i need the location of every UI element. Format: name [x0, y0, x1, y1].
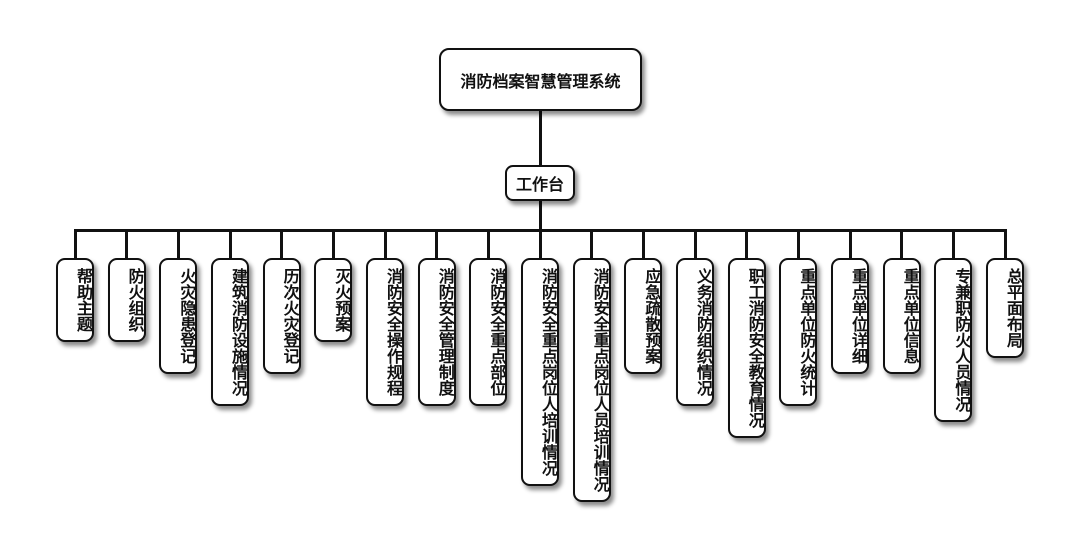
leaf-connector	[228, 229, 232, 259]
leaf-connector	[125, 229, 129, 259]
leaf-label: 职工消防安全教育情况	[745, 268, 765, 428]
leaf-label: 总平面布局	[1004, 268, 1024, 348]
leaf-node[interactable]: 建筑消防设施情况	[211, 258, 249, 406]
leaf-label: 重点单位详细	[849, 268, 869, 364]
leaf-node[interactable]: 消防安全重点岗位人员培训情况	[572, 258, 611, 502]
leaf-node[interactable]: 历次火灾登记	[262, 258, 301, 374]
workbench-node[interactable]: 工作台	[505, 165, 575, 201]
root-label: 消防档案智慧管理系统	[460, 71, 621, 91]
leaf-connector	[538, 229, 542, 259]
leaf-connector	[590, 229, 594, 259]
leaf-node[interactable]: 重点单位防火统计	[779, 258, 818, 406]
leaf-connector	[435, 229, 439, 259]
root-node[interactable]: 消防档案智慧管理系统	[439, 48, 642, 111]
leaf-node[interactable]: 重点单位信息	[882, 258, 921, 374]
leaf-label: 消防安全重点部位	[487, 268, 507, 396]
leaf-connector	[745, 229, 749, 259]
leaf-node[interactable]: 火灾隐患登记	[159, 258, 198, 374]
leaf-node[interactable]: 职工消防安全教育情况	[727, 258, 766, 438]
leaf-node[interactable]: 消防安全管理制度	[417, 258, 456, 406]
leaf-connector	[280, 229, 284, 259]
leaf-label: 义务消防组织情况	[694, 268, 714, 396]
leaf-connector	[848, 229, 852, 259]
leaf-node[interactable]: 消防安全重点部位	[469, 258, 508, 406]
leaf-connector	[331, 229, 335, 259]
leaf-node[interactable]: 灭火预案	[314, 258, 353, 342]
workbench-label: 工作台	[515, 175, 564, 194]
leaf-connector	[383, 229, 387, 259]
leaf-node[interactable]: 应急疏散预案	[624, 258, 663, 374]
leaf-connector	[900, 229, 904, 259]
leaf-label: 帮助主题	[74, 268, 93, 332]
leaf-label: 消防安全操作规程	[384, 268, 404, 396]
leaf-connector	[693, 229, 697, 259]
leaf-label: 消防安全重点岗位人培训情况	[539, 268, 559, 476]
leaf-node[interactable]: 专兼职防火人员情况	[934, 258, 973, 422]
leaf-label: 历次火灾登记	[280, 268, 300, 364]
leaf-connector	[486, 229, 490, 259]
leaf-label: 专兼职防火人员情况	[952, 268, 972, 412]
leaf-node[interactable]: 消防安全操作规程	[366, 258, 405, 406]
leaf-label: 消防安全管理制度	[435, 268, 455, 396]
workbench-connector	[539, 200, 542, 231]
leaf-label: 建筑消防设施情况	[229, 268, 248, 396]
leaf-node[interactable]: 义务消防组织情况	[676, 258, 715, 406]
leaf-node[interactable]: 防火组织	[107, 258, 146, 342]
leaf-connector	[73, 229, 77, 259]
leaf-connector	[1003, 229, 1007, 259]
root-connector	[539, 110, 542, 166]
leaf-connector	[641, 229, 645, 259]
leaf-label: 重点单位防火统计	[797, 268, 817, 396]
leaf-node[interactable]: 帮助主题	[56, 258, 94, 342]
leaf-label: 应急疏散预案	[642, 268, 662, 364]
leaf-node[interactable]: 消防安全重点岗位人培训情况	[521, 258, 560, 486]
leaf-connector	[951, 229, 955, 259]
leaf-label: 防火组织	[125, 268, 145, 332]
leaf-connector	[176, 229, 180, 259]
leaf-label: 消防安全重点岗位人员培训情况	[590, 268, 610, 492]
leaf-label: 火灾隐患登记	[177, 268, 197, 364]
leaf-node[interactable]: 重点单位详细	[831, 258, 870, 374]
leaf-label: 重点单位信息	[900, 268, 920, 364]
leaf-label: 灭火预案	[332, 268, 352, 332]
leaf-node[interactable]: 总平面布局	[986, 258, 1025, 358]
leaf-connector	[796, 229, 800, 259]
